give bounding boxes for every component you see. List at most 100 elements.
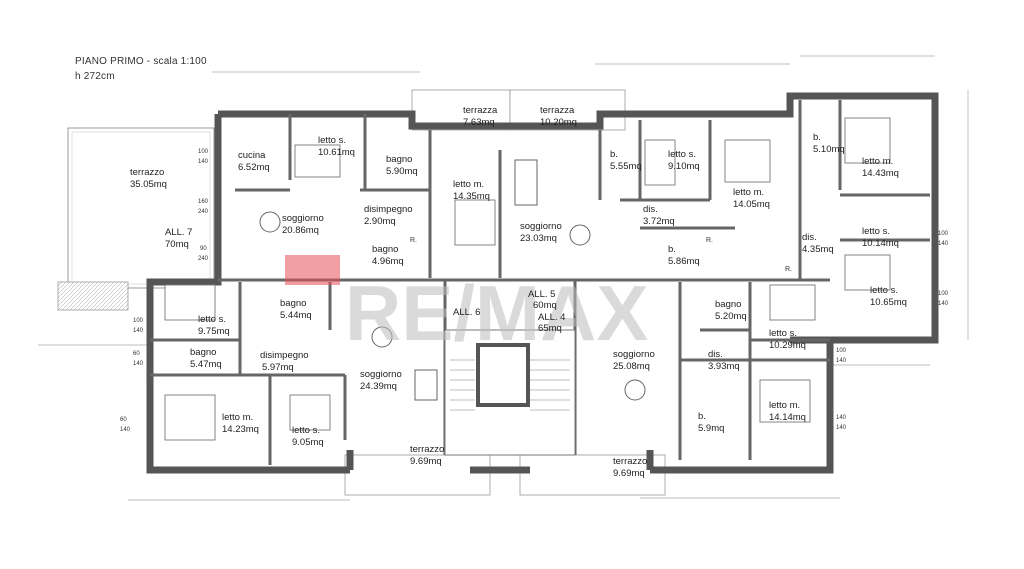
elevator-shaft — [476, 343, 530, 407]
remax-text: RE/MAX — [345, 269, 648, 357]
win-dim: 240 — [198, 256, 209, 262]
letto-s1-name: letto s. — [318, 135, 346, 146]
letto-s2-name: letto s. — [668, 149, 696, 160]
win-dim: 90 — [200, 246, 207, 252]
plan-height: h 272cm — [75, 71, 115, 82]
dis1-name: dis. — [643, 204, 658, 215]
bagno1-area: 5.90mq — [386, 166, 418, 177]
stair-core — [444, 329, 576, 456]
terrazzo-s2-name: terrazzo — [613, 456, 647, 467]
win-dim: 100 — [938, 231, 949, 237]
furniture-tables — [259, 159, 646, 401]
letto-m2-area: 14.05mq — [733, 199, 770, 210]
terrazzo-s1-name: terrazzo — [410, 444, 444, 455]
letto-m2-name: letto m. — [733, 187, 764, 198]
bagno5-name: bagno — [190, 347, 216, 358]
soggiorno2-name: soggiorno — [520, 221, 562, 232]
disimpegno2-area: 5.97mq — [262, 362, 294, 373]
dis2-area: 4.35mq — [802, 244, 834, 255]
win-dim: 160 — [198, 199, 209, 205]
dis3-area: 3.93mq — [708, 361, 740, 372]
disimpegno2-name: disimpegno — [260, 350, 309, 361]
letto-m1-area: 14.35mq — [453, 191, 490, 202]
win-dim: 100 — [133, 318, 144, 324]
bagno3-area: 5.44mq — [280, 310, 312, 321]
win-dim: 140 — [198, 159, 209, 165]
terrace-stairs — [57, 281, 129, 311]
remax-watermark: RE/MAX — [285, 255, 648, 357]
bagno4-name: bagno — [715, 299, 741, 310]
dimension-lines — [38, 55, 969, 501]
win-dim: 140 — [133, 328, 144, 334]
bagno3-name: bagno — [280, 298, 306, 309]
exterior-walls — [146, 92, 939, 474]
disimpegno1-name: disimpegno — [364, 204, 413, 215]
letto-m1-name: letto m. — [453, 179, 484, 190]
letto-s4-area: 10.65mq — [870, 297, 907, 308]
letto-s3-area: 10.14mq — [862, 238, 899, 249]
win-dim: 140 — [938, 241, 949, 247]
soggiorno3-name: soggiorno — [360, 369, 402, 380]
win-dim: 100 — [938, 291, 949, 297]
letto-s4-name: letto s. — [870, 285, 898, 296]
win-dim: 140 — [133, 361, 144, 367]
win-dim: 60 — [120, 417, 127, 423]
letto-s6-name: letto s. — [769, 328, 797, 339]
all5-area: 60mq — [533, 300, 557, 311]
letto-s6-area: 10.29mq — [769, 340, 806, 351]
letto-m3-name: letto m. — [862, 156, 893, 167]
bagno2-area: 4.96mq — [372, 256, 404, 267]
letto-m4-name: letto m. — [222, 412, 253, 423]
b1-name: b. — [610, 149, 618, 160]
b2-name: b. — [668, 244, 676, 255]
all7-name: ALL. 7 — [165, 227, 192, 238]
dis3-name: dis. — [708, 349, 723, 360]
letto-s7-area: 9.05mq — [292, 437, 324, 448]
win-dim: 140 — [836, 425, 847, 431]
terrace-west-area: 35.05mq — [130, 179, 167, 190]
win-dim: 100 — [836, 348, 847, 354]
win-dim: 140 — [836, 415, 847, 421]
stair-marker: R. — [410, 237, 417, 244]
all4-area: 65mq — [538, 323, 562, 334]
cucina-name: cucina — [238, 150, 266, 161]
b3-area: 5.10mq — [813, 144, 845, 155]
soggiorno2-area: 23.03mq — [520, 233, 557, 244]
window-dimensions: 100 140 160 240 90 240 100 140 60 140 60… — [120, 149, 949, 433]
stair-marker: R. — [785, 266, 792, 273]
all4-name: ALL. 4 — [538, 312, 565, 323]
letto-m3-area: 14.43mq — [862, 168, 899, 179]
disimpegno1-area: 2.90mq — [364, 216, 396, 227]
stair-marker: R. — [706, 237, 713, 244]
terrazza1-name: terrazza — [463, 105, 498, 116]
terrazza1-area: 7.63mq — [463, 117, 495, 128]
b2-area: 5.86mq — [668, 256, 700, 267]
terrace-west-name: terrazzo — [130, 167, 164, 178]
dis1-area: 3.72mq — [643, 216, 675, 227]
core-markers: R. R. R. — [410, 237, 792, 273]
win-dim: 140 — [836, 358, 847, 364]
plan-title: PIANO PRIMO - scala 1:100 h 272cm — [75, 54, 207, 84]
soggiorno3-area: 24.39mq — [360, 381, 397, 392]
b4-area: 5.9mq — [698, 423, 724, 434]
all6-name: ALL. 6 — [453, 307, 480, 318]
bagno5-area: 5.47mq — [190, 359, 222, 370]
soggiorno4-area: 25.08mq — [613, 361, 650, 372]
balconies-south — [344, 454, 666, 496]
letto-s2-area: 9.10mq — [668, 161, 700, 172]
room-labels: terrazzo 35.05mq ALL. 7 70mq cucina 6.52… — [130, 105, 907, 479]
bagno4-area: 5.20mq — [715, 311, 747, 322]
furniture-beds — [164, 117, 891, 441]
terrazzo-s2-area: 9.69mq — [613, 468, 645, 479]
letto-m4-area: 14.23mq — [222, 424, 259, 435]
terrazzo-s1-area: 9.69mq — [410, 456, 442, 467]
win-dim: 60 — [133, 351, 140, 357]
letto-s5-name: letto s. — [198, 314, 226, 325]
letto-m5-area: 14.14mq — [769, 412, 806, 423]
all5-name: ALL. 5 — [528, 289, 555, 300]
remax-balloon-icon — [285, 255, 340, 285]
terrazza2-name: terrazza — [540, 105, 575, 116]
dis2-name: dis. — [802, 232, 817, 243]
all7-area: 70mq — [165, 239, 189, 250]
